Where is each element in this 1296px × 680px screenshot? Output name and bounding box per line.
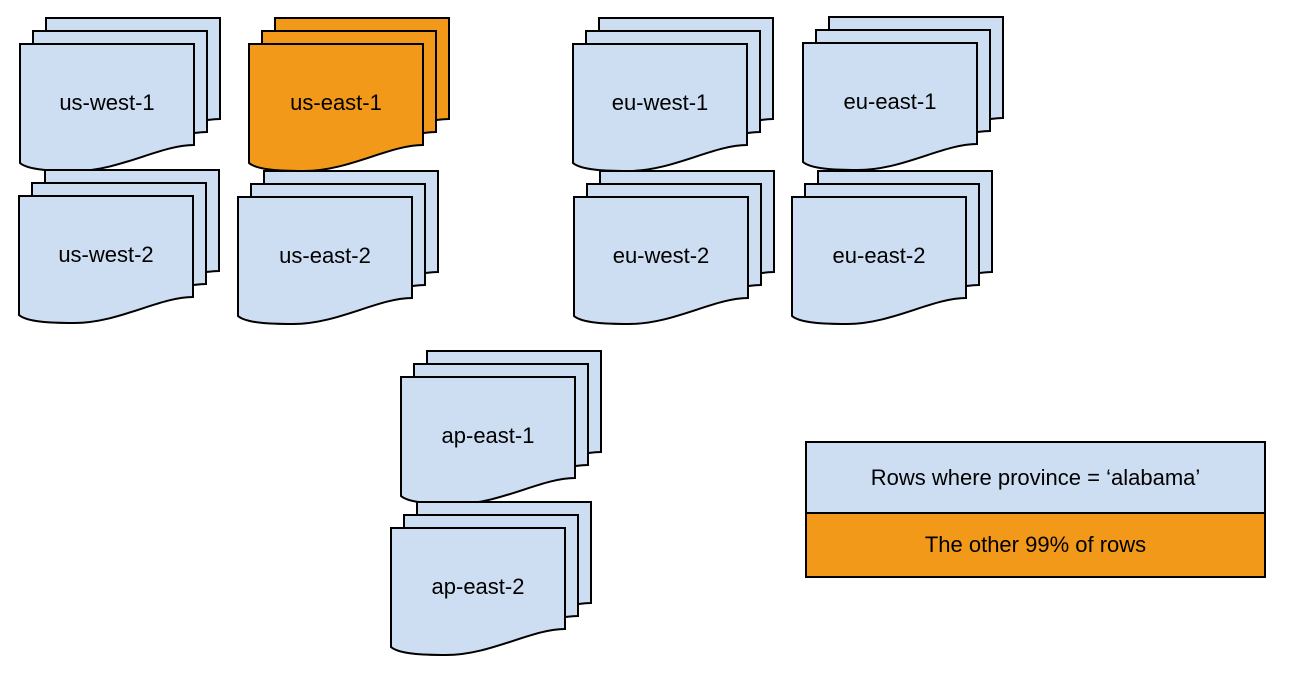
- legend-row-other-rows: The other 99% of rows: [807, 514, 1264, 576]
- document-stack-shape: [390, 501, 592, 657]
- document-stack-shape: [248, 17, 450, 173]
- legend: Rows where province = ‘alabama’ The othe…: [805, 441, 1266, 578]
- region-stack-us-east-2: us-east-2: [237, 170, 439, 326]
- region-stack-eu-east-2: eu-east-2: [791, 170, 993, 326]
- region-stack-eu-west-2: eu-west-2: [573, 170, 775, 326]
- region-stack-us-west-2: us-west-2: [18, 169, 220, 325]
- region-stack-eu-east-1: eu-east-1: [802, 16, 1004, 172]
- document-stack-shape: [19, 17, 221, 173]
- region-stack-eu-west-1: eu-west-1: [572, 17, 774, 173]
- document-stack-shape: [791, 170, 993, 326]
- document-stack-shape: [802, 16, 1004, 172]
- legend-row-alabama: Rows where province = ‘alabama’: [807, 443, 1264, 514]
- document-stack-shape: [573, 170, 775, 326]
- legend-row-alabama-label: Rows where province = ‘alabama’: [870, 464, 1201, 490]
- document-stack-shape: [400, 350, 602, 506]
- document-stack-shape: [572, 17, 774, 173]
- legend-row-other-rows-label: The other 99% of rows: [924, 532, 1147, 557]
- region-stack-us-east-1: us-east-1: [248, 17, 450, 173]
- document-stack-shape: [237, 170, 439, 326]
- region-stack-ap-east-1: ap-east-1: [400, 350, 602, 506]
- region-stack-us-west-1: us-west-1: [19, 17, 221, 173]
- document-stack-shape: [18, 169, 220, 325]
- region-stack-ap-east-2: ap-east-2: [390, 501, 592, 657]
